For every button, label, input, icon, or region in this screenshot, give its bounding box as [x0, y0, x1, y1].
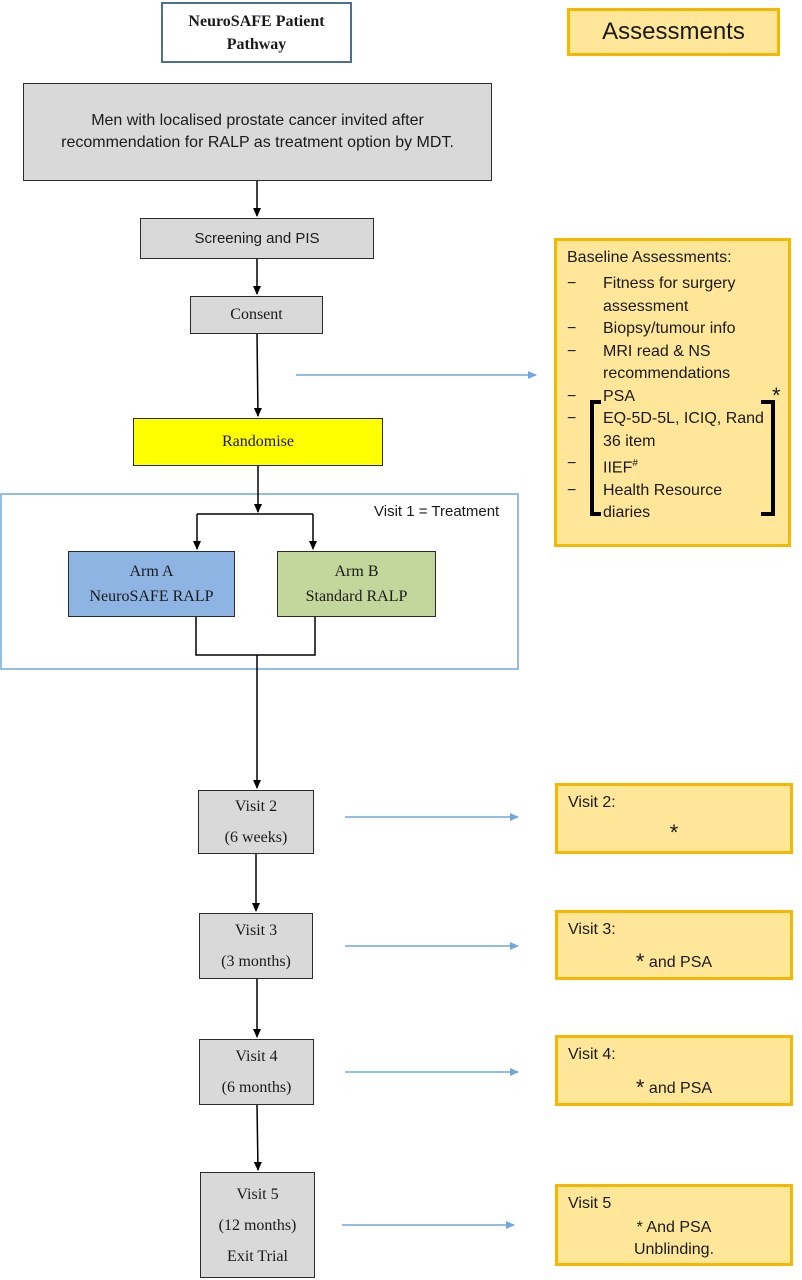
asterisk-icon: *	[635, 1075, 645, 1100]
visit1-container	[0, 493, 519, 670]
visit3-assessment-box: Visit 3: * and PSA	[555, 910, 793, 980]
baseline-item: −Health Resource diaries	[567, 481, 723, 522]
iief-superscript: #	[632, 458, 638, 469]
visit2-box: Visit 2 (6 weeks)	[198, 790, 314, 854]
baseline-title: Baseline Assessments:	[567, 249, 732, 266]
visit3-box: Visit 3 (3 months)	[199, 913, 313, 979]
assessments-header: Assessments	[567, 8, 780, 56]
pathway-title: NeuroSAFE Patient Pathway	[161, 2, 352, 63]
list-dash: −	[567, 410, 577, 427]
list-dash: −	[567, 481, 577, 499]
visit1-label: Visit 1 = Treatment	[374, 503, 500, 520]
baseline-list: −Fitness for surgery assessment −Biopsy/…	[567, 273, 767, 525]
consent-box: Consent	[190, 296, 323, 334]
randomise-box: Randomise	[133, 418, 383, 466]
visit4-assessment-box: Visit 4: * and PSA	[555, 1035, 793, 1106]
list-dash: −	[567, 387, 577, 405]
baseline-item: −PSA	[567, 386, 767, 409]
baseline-item: −Fitness for surgery assessment	[567, 275, 736, 315]
visit5-box: Visit 5 (12 months) Exit Trial	[200, 1172, 315, 1278]
list-dash: −	[567, 455, 577, 472]
list-dash: −	[567, 275, 577, 292]
baseline-item: −IIEF#	[567, 455, 638, 477]
arm-b-box: Arm B Standard RALP	[277, 551, 436, 617]
arrow-consent-to-randomise	[253, 333, 262, 417]
bracket-star: *	[772, 383, 781, 408]
merge-line	[195, 617, 316, 656]
invitation-box: Men with localised prostate cancer invit…	[23, 83, 492, 181]
questionnaire-bracket	[590, 400, 775, 516]
arrow-visit4-to-visit5	[253, 1104, 262, 1171]
list-dash: −	[567, 342, 577, 360]
baseline-assessments-box: Baseline Assessments: −Fitness for surge…	[554, 238, 791, 547]
baseline-item: −EQ-5D-5L, ICIQ, Rand 36 item	[567, 410, 764, 450]
visit4-box: Visit 4 (6 months)	[199, 1039, 314, 1105]
baseline-item: −MRI read & NS recommendations	[567, 342, 731, 383]
asterisk-icon: *	[669, 820, 679, 845]
visit5-assessment-box: Visit 5 * And PSA Unblinding.	[555, 1184, 793, 1266]
arm-a-box: Arm A NeuroSAFE RALP	[68, 551, 235, 617]
asterisk-icon: *	[635, 949, 645, 974]
list-dash: −	[567, 320, 577, 337]
baseline-item: −Biopsy/tumour info	[567, 318, 767, 341]
screening-box: Screening and PIS	[140, 218, 374, 259]
visit2-assessment-box: Visit 2: *	[555, 783, 793, 854]
